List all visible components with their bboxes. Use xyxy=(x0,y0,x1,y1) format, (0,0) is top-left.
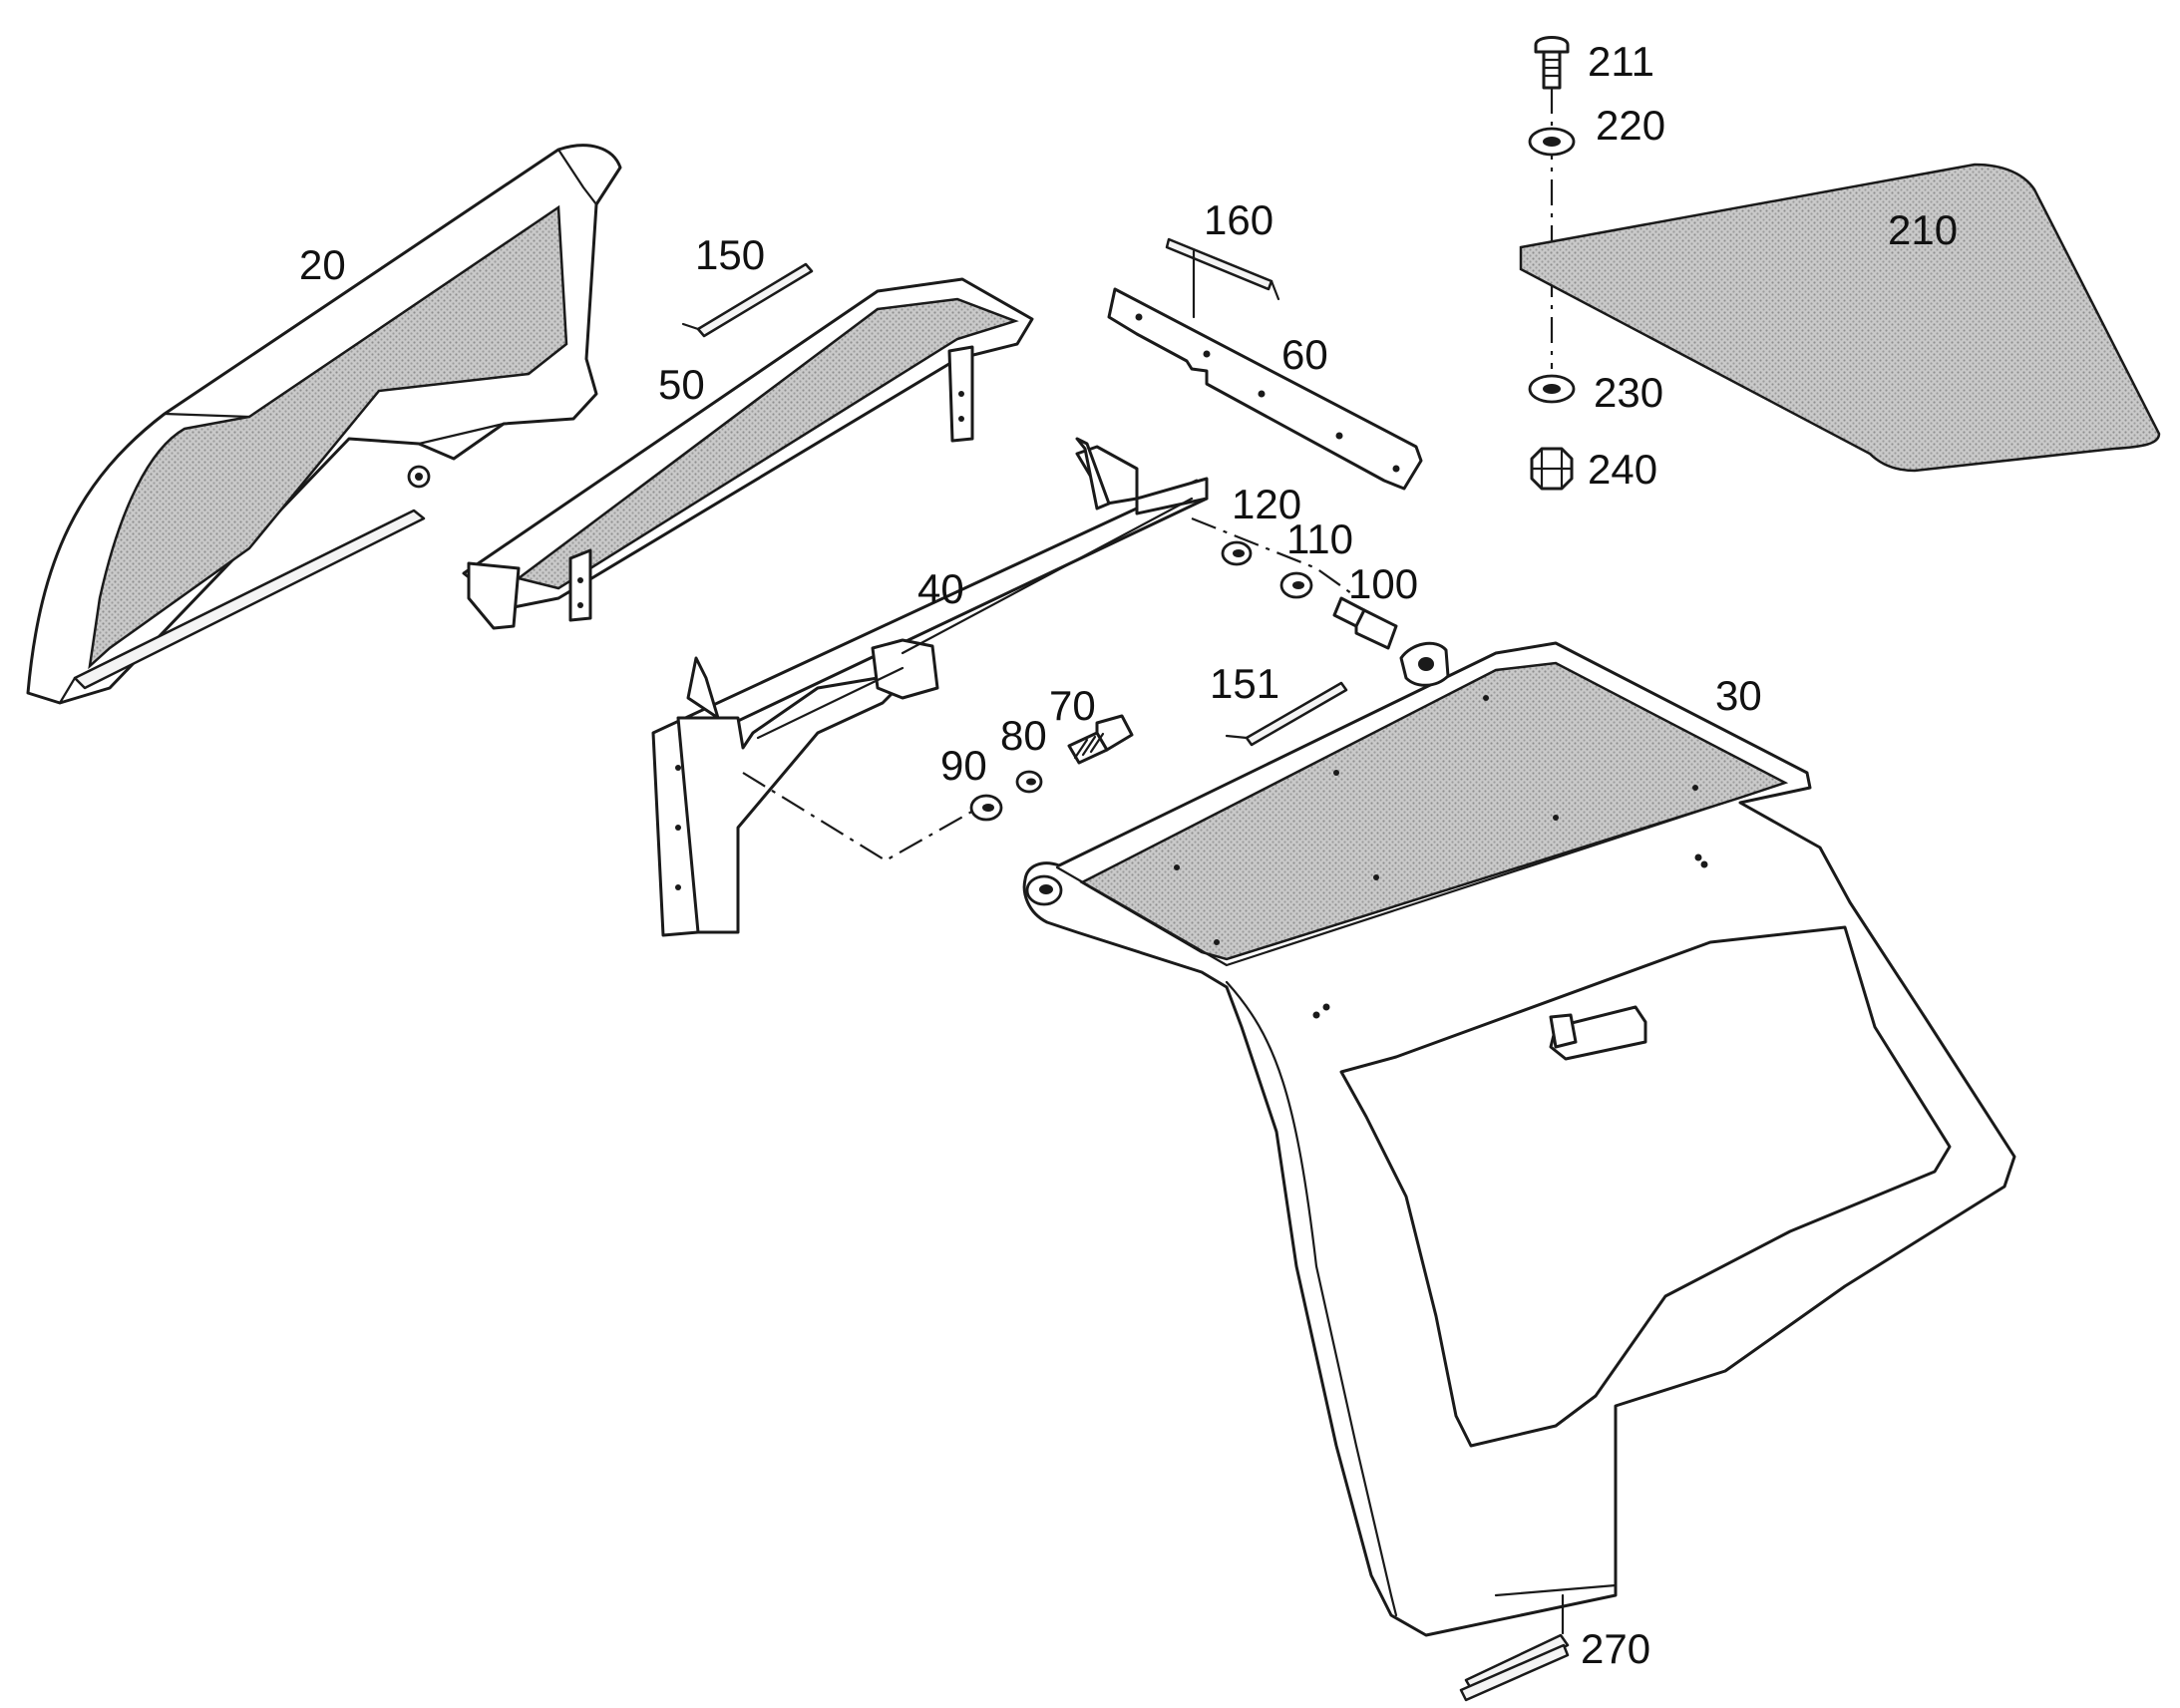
label-70: 70 xyxy=(1049,682,1096,729)
strip-150 xyxy=(681,262,814,338)
seal-strip-270 xyxy=(1459,1593,1570,1702)
bracket-plate-60 xyxy=(1107,287,1423,491)
label-110: 110 xyxy=(1286,515,1353,562)
fastener-group-100-110-120 xyxy=(1191,516,1398,650)
label-20: 20 xyxy=(299,241,346,288)
label-210: 210 xyxy=(1888,206,1958,253)
label-30: 30 xyxy=(1715,672,1762,719)
label-220: 220 xyxy=(1596,102,1665,149)
label-80: 80 xyxy=(1000,712,1047,759)
label-50: 50 xyxy=(658,361,705,408)
label-240: 240 xyxy=(1588,446,1657,493)
label-160: 160 xyxy=(1204,196,1273,243)
fastener-stack-210-240 xyxy=(1528,36,1576,491)
strip-151 xyxy=(1225,681,1348,747)
label-60: 60 xyxy=(1281,331,1328,378)
strip-160 xyxy=(1165,237,1280,319)
door-30 xyxy=(1022,641,2016,1637)
label-270: 270 xyxy=(1581,1625,1650,1672)
label-211: 211 xyxy=(1588,38,1654,85)
label-40: 40 xyxy=(917,565,964,612)
callout-labels: 20 150 50 160 60 40 120 110 100 70 80 90… xyxy=(299,38,1958,1672)
label-230: 230 xyxy=(1594,369,1663,416)
fastener-group-70-80-90 xyxy=(742,714,1134,862)
frame-bracket-40 xyxy=(651,437,1209,937)
label-90: 90 xyxy=(940,742,987,789)
label-100: 100 xyxy=(1348,560,1418,607)
label-151: 151 xyxy=(1210,660,1279,707)
rubber-buffer xyxy=(1399,641,1450,687)
pad-210 xyxy=(1519,163,2161,473)
label-150: 150 xyxy=(695,231,765,278)
side-panel-20 xyxy=(26,144,622,705)
label-120: 120 xyxy=(1232,481,1301,527)
triangle-panel-50 xyxy=(462,277,1034,630)
